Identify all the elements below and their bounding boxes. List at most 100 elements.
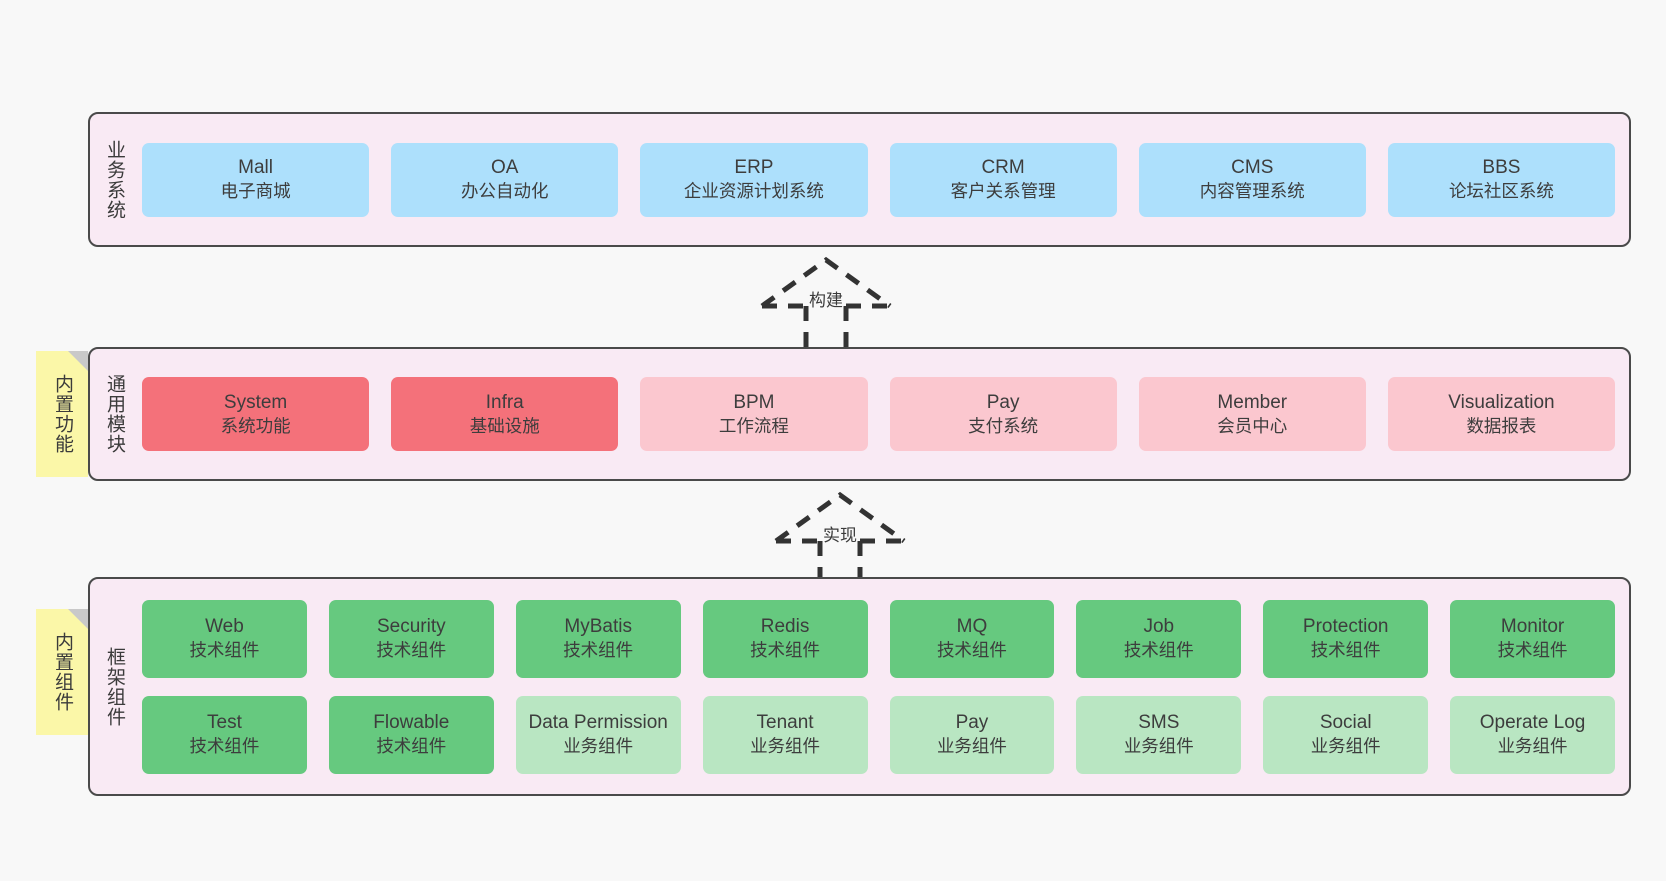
note-builtin-components: 内置组件 [36,609,88,735]
card-title: Pay [955,712,989,734]
card-subtitle: 技术组件 [189,736,260,757]
card-subtitle: 办公自动化 [461,181,549,202]
layer-body-common-modules: System 系统功能 Infra 基础设施 BPM 工作流程 Pay 支付系统… [138,349,1629,479]
card-subtitle: 技术组件 [1497,640,1568,661]
card-subtitle: 业务组件 [1123,736,1194,757]
card-redis[interactable]: Redis 技术组件 [702,599,868,678]
card-title: Data Permission [528,712,668,734]
card-system[interactable]: System 系统功能 [142,377,370,451]
card-sms[interactable]: SMS 业务组件 [1076,695,1242,774]
card-subtitle: 技术组件 [1310,640,1381,661]
card-operate-log[interactable]: Operate Log 业务组件 [1450,695,1615,774]
connector-realize: 实现 [750,487,930,583]
card-title: Mall [238,157,273,179]
card-subtitle: 业务组件 [936,736,1007,757]
card-subtitle: 业务组件 [1497,736,1568,757]
card-title: Test [207,712,242,734]
card-protection[interactable]: Protection 技术组件 [1263,599,1429,678]
card-bbs[interactable]: BBS 论坛社区系统 [1387,142,1616,217]
card-row: Mall 电子商城 OA 办公自动化 ERP 企业资源计划系统 CRM 客户关系… [142,142,1616,217]
card-subtitle: 技术组件 [376,640,447,661]
card-row: Web 技术组件 Security 技术组件 MyBatis 技术组件 Redi… [142,599,1615,678]
layer-title-business-system: 业务系统 [104,139,126,220]
card-title: Social [1319,712,1372,734]
card-title: System [223,391,288,413]
card-title: Pay [986,391,1020,413]
card-monitor[interactable]: Monitor 技术组件 [1450,599,1615,678]
card-flowable[interactable]: Flowable 技术组件 [328,695,494,774]
card-subtitle: 内容管理系统 [1199,181,1305,202]
note-label: 内置功能 [52,374,74,454]
card-visualization[interactable]: Visualization 数据报表 [1387,377,1616,451]
card-title: BPM [733,391,775,413]
card-title: SMS [1138,712,1180,734]
card-subtitle: 技术组件 [936,640,1007,661]
card-title: Monitor [1500,616,1565,638]
realization-arrow-icon [774,491,906,583]
card-subtitle: 电子商城 [220,181,291,202]
layer-framework-components: 框架组件 Web 技术组件 Security 技术组件 MyBatis 技术组件… [88,577,1631,796]
card-subtitle: 会员中心 [1217,415,1288,436]
note-builtin-features: 内置功能 [36,351,88,477]
card-subtitle: 支付系统 [968,415,1039,436]
card-subtitle: 技术组件 [189,640,260,661]
card-subtitle: 业务组件 [750,736,821,757]
card-subtitle: 技术组件 [1123,640,1194,661]
card-title: Operate Log [1479,712,1586,734]
card-job[interactable]: Job 技术组件 [1076,599,1242,678]
card-crm[interactable]: CRM 客户关系管理 [889,142,1117,217]
realization-arrow-icon [760,256,892,348]
card-title: MQ [956,616,988,638]
card-social[interactable]: Social 业务组件 [1263,695,1429,774]
card-title: BBS [1482,157,1521,179]
card-title: Job [1143,616,1175,638]
card-title: CMS [1231,157,1274,179]
card-security[interactable]: Security 技术组件 [328,599,494,678]
card-pay[interactable]: Pay 支付系统 [889,377,1117,451]
card-row: Test 技术组件 Flowable 技术组件 Data Permission … [142,695,1615,774]
card-subtitle: 系统功能 [220,415,291,436]
card-subtitle: 技术组件 [563,640,634,661]
card-mybatis[interactable]: MyBatis 技术组件 [515,599,681,678]
card-test[interactable]: Test 技术组件 [142,695,307,774]
card-member[interactable]: Member 会员中心 [1138,377,1366,451]
card-web[interactable]: Web 技术组件 [142,599,307,678]
card-title: Member [1217,391,1288,413]
card-infra[interactable]: Infra 基础设施 [391,377,619,451]
card-subtitle: 业务组件 [563,736,634,757]
layer-title-framework-components: 框架组件 [104,646,126,727]
card-title: Security [376,616,446,638]
card-bpm[interactable]: BPM 工作流程 [640,377,868,451]
card-subtitle: 技术组件 [376,736,447,757]
card-mq[interactable]: MQ 技术组件 [889,599,1055,678]
card-oa[interactable]: OA 办公自动化 [391,142,619,217]
layer-body-business-system: Mall 电子商城 OA 办公自动化 ERP 企业资源计划系统 CRM 客户关系… [138,114,1629,245]
layer-title-common-modules: 通用模块 [104,374,126,454]
layer-business-system: 业务系统 Mall 电子商城 OA 办公自动化 ERP 企业资源计划系统 CRM… [88,112,1631,247]
card-subtitle: 技术组件 [750,640,821,661]
card-subtitle: 客户关系管理 [950,181,1056,202]
connector-build: 构建 [736,252,916,348]
layer-body-framework-components: Web 技术组件 Security 技术组件 MyBatis 技术组件 Redi… [138,579,1629,794]
layer-common-modules: 通用模块 System 系统功能 Infra 基础设施 BPM 工作流程 Pay… [88,347,1631,481]
card-data-permission[interactable]: Data Permission 业务组件 [515,695,681,774]
card-title: OA [491,157,519,179]
card-title: Web [205,616,244,638]
card-erp[interactable]: ERP 企业资源计划系统 [640,142,868,217]
card-subtitle: 论坛社区系统 [1448,181,1554,202]
card-title: CRM [981,157,1025,179]
card-pay-component[interactable]: Pay 业务组件 [889,695,1055,774]
card-title: MyBatis [564,616,632,638]
card-cms[interactable]: CMS 内容管理系统 [1138,142,1366,217]
card-title: ERP [734,157,774,179]
card-title: Tenant [756,712,814,734]
card-subtitle: 基础设施 [469,415,540,436]
card-subtitle: 工作流程 [718,415,789,436]
card-tenant[interactable]: Tenant 业务组件 [702,695,868,774]
card-title: Redis [760,616,810,638]
card-title: Visualization [1448,391,1555,413]
card-subtitle: 企业资源计划系统 [683,181,824,202]
card-mall[interactable]: Mall 电子商城 [142,142,370,217]
card-title: Flowable [373,712,450,734]
